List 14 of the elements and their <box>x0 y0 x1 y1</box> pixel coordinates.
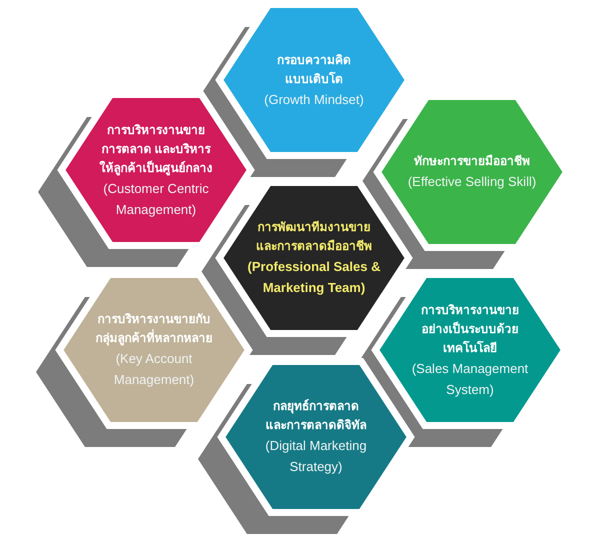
hexagon-subtitle: (Key Account Management) <box>112 350 196 389</box>
hexagon-title: การบริหารงานขายกับกลุ่มลูกค้าที่หลากหลาย <box>94 311 214 348</box>
hexagon-subtitle: (Customer Centric Management) <box>102 180 210 219</box>
hexagon-subtitle: (Growth Mindset) <box>264 90 364 109</box>
hexagon-title: การบริหารงานขายอย่างเป็นระบบด้วยเทคโนโลยี <box>420 302 520 356</box>
hexagon-subtitle: (Effective Selling Skill) <box>408 173 536 191</box>
hexagon-title: การบริหารงานขายการตลาด และบริหารให้ลูกค้าเป็นศูนย์กลาง <box>98 122 214 178</box>
hexagon-title: ทักษะการขายมืออาชีพ <box>414 153 530 170</box>
hexagon-subtitle: (Professional Sales & Marketing Team) <box>246 258 382 297</box>
hexagon-subtitle: (Sales Management System) <box>410 360 530 399</box>
hexagon-title: กลยุทธ์การตลาดและการตลาดดิจิทัล <box>264 398 368 434</box>
hexagon-title: กรอบความคิดแบบเติบโต <box>276 52 352 88</box>
hexagon-subtitle: (Digital Marketing Strategy) <box>264 437 368 476</box>
hexagon-title: การพัฒนาทีมงานขายและการตลาดมืออาชีพ <box>255 219 373 255</box>
